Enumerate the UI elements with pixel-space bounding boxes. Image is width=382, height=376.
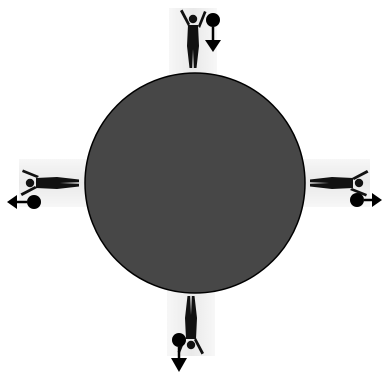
bottom-figure — [167, 288, 215, 356]
ball-icon — [350, 193, 364, 207]
planet-circle — [85, 73, 305, 293]
ball-icon — [172, 333, 186, 347]
arrow-left-icon — [7, 195, 17, 209]
ball-icon — [27, 195, 41, 209]
arrow-down-icon — [171, 358, 187, 372]
ball-icon — [206, 13, 220, 27]
arrow-right-icon — [372, 193, 382, 207]
